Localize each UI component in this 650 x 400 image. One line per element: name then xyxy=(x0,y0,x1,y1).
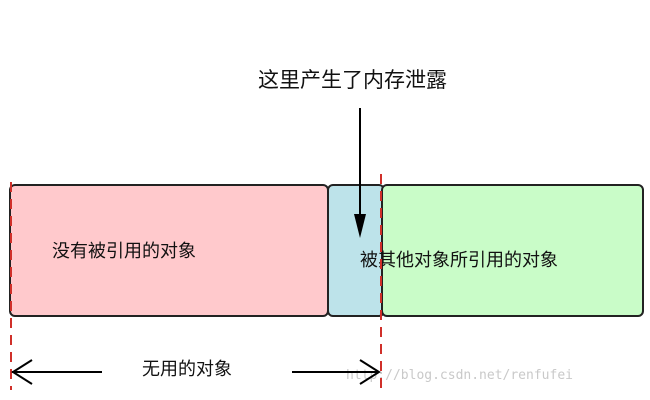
unreferenced-objects-box xyxy=(9,184,329,317)
memory-leak-title: 这里产生了内存泄露 xyxy=(258,68,447,92)
useless-objects-label: 无用的对象 xyxy=(142,359,232,380)
unreferenced-objects-label: 没有被引用的对象 xyxy=(52,241,196,262)
span-arrow-left-head xyxy=(11,359,33,385)
referenced-objects-label: 被其他对象所引用的对象 xyxy=(360,250,558,271)
watermark-url: http://blog.csdn.net/renfufei xyxy=(346,368,573,383)
leak-pointer-arrow-head xyxy=(354,214,366,238)
leaked-objects-box xyxy=(327,184,385,317)
referenced-objects-box xyxy=(381,184,644,317)
span-arrow-right-head xyxy=(359,359,381,385)
